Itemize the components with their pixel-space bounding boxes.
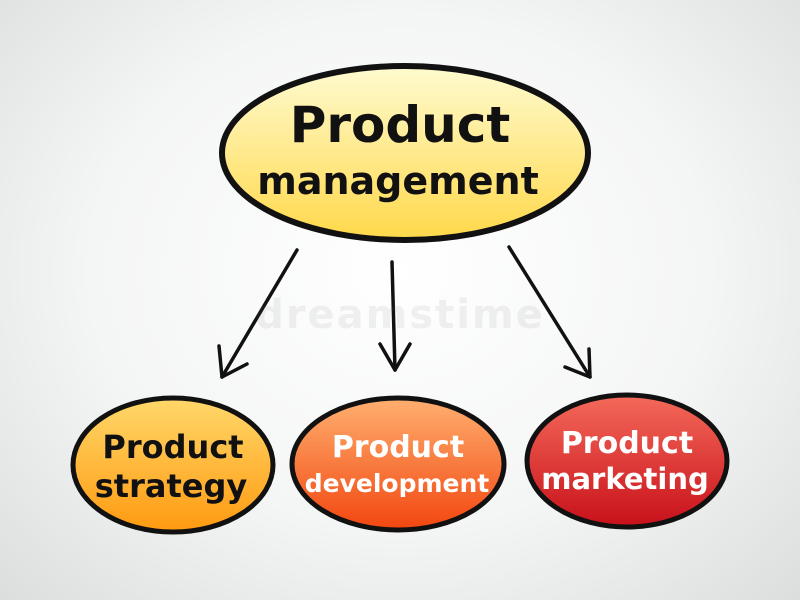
child-node-development-line2: development <box>305 469 490 498</box>
child-node-marketing-line2: marketing <box>541 462 708 496</box>
child-node-strategy: Product strategy <box>70 395 276 535</box>
arrow-to-development <box>378 260 412 372</box>
root-node-title-line1: Product <box>290 96 511 154</box>
child-node-development-ellipse <box>289 395 507 533</box>
arrow-to-marketing <box>507 245 592 379</box>
root-node-ellipse <box>219 63 591 243</box>
child-node-development: Product development <box>289 395 507 533</box>
child-node-strategy-line1: Product <box>102 428 243 466</box>
arrow-to-strategy <box>217 248 299 379</box>
child-node-strategy-ellipse <box>70 395 276 535</box>
child-node-marketing-line1: Product <box>561 426 693 461</box>
connector-arrows <box>217 245 592 379</box>
child-node-development-line1: Product <box>332 430 464 465</box>
root-node: Product management <box>219 63 591 243</box>
child-node-strategy-line2: strategy <box>95 467 248 505</box>
root-node-title-line2: management <box>257 159 539 203</box>
child-node-marketing-ellipse <box>524 392 730 530</box>
child-node-marketing: Product marketing <box>524 392 730 530</box>
